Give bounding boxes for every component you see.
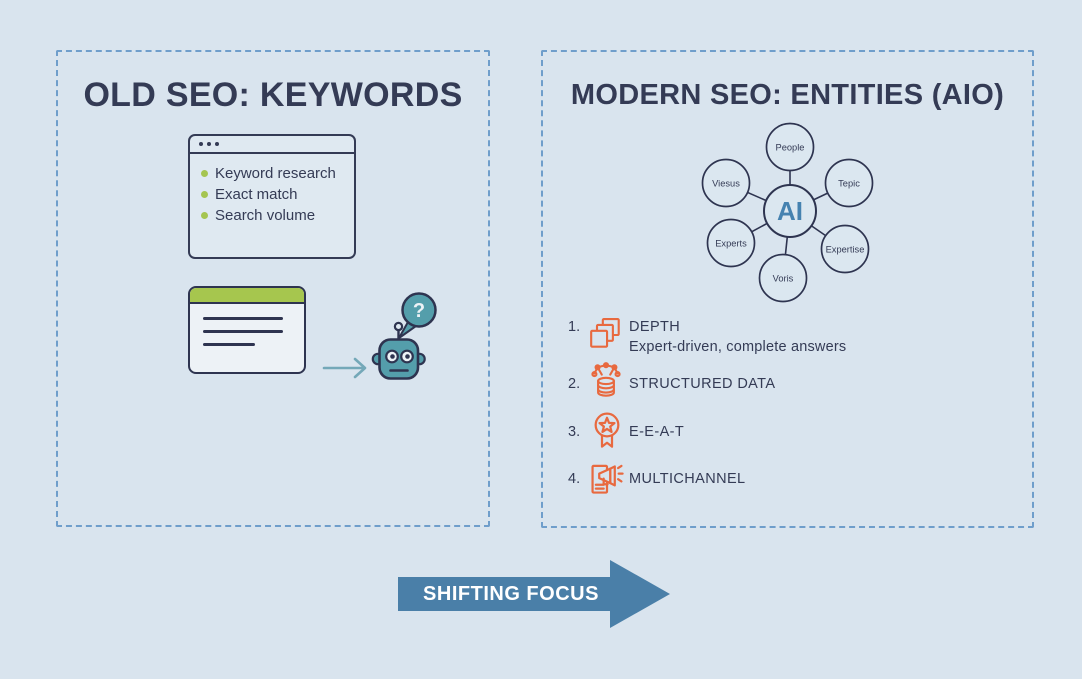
hub-node-expertise: Expertise [820,224,870,274]
item-label: STRUCTURED DATA [629,376,776,392]
hub-node-label: Viesus [712,179,740,189]
hub-node-label: People [776,143,805,153]
robot-pupil-icon [405,354,410,359]
list-item: Exact match [201,184,354,205]
structured-data-icon [591,361,621,397]
old-seo-title: OLD SEO: KEYWORDS [83,76,463,114]
old-seo-panel: OLD SEO: KEYWORDS Keyword research Exact… [56,50,490,527]
bullet-label: Search volume [215,207,316,224]
text-line [203,343,255,346]
modern-seo-panel: MODERN SEO: ENTITIES (AIO) People Tepic [541,50,1034,528]
hub-node-voris: Voris [758,253,808,303]
shifting-focus-arrow: SHIFTING FOCUS [398,559,673,629]
list-item: Keyword research [201,163,354,184]
text-line [203,330,283,333]
bullet-dot-icon [201,212,208,219]
shifting-focus-label: SHIFTING FOCUS [423,583,599,605]
item-label: DEPTH [629,319,681,335]
list-item-structured-data: 2. STRUCTURED DATA [568,361,776,404]
hub-node-label: Expertise [826,245,865,255]
entity-hub-diagram: People Tepic Expertise Voris Experts Vie… [701,122,874,303]
right-arrow-icon [322,357,367,379]
window-dot-icon [199,142,203,146]
hub-center-ai: AI [763,184,817,238]
text-line [203,317,283,320]
modern-seo-title: MODERN SEO: ENTITIES (AIO) [570,79,1005,111]
robot-head-icon [378,338,420,380]
robot-pupil-icon [390,354,395,359]
list-item-depth: 1. DEPTH Expert-driven, complete answers [568,317,846,358]
hub-node-experts: Experts [706,218,756,268]
bullet-label: Exact match [215,186,298,203]
window-dot-icon [207,142,211,146]
ai-label: AI [777,196,803,226]
hub-node-viesus: Viesus [701,158,751,208]
item-number: 2. [568,376,581,392]
robot-icon: ? [371,292,437,380]
list-item-multichannel: 4. MULTICHANNEL [568,457,746,501]
webpage-card [188,286,306,374]
window-dot-icon [215,142,219,146]
browser-titlebar [190,136,354,154]
item-number: 1. [568,319,581,335]
browser-window: Keyword research Exact match Search volu… [188,134,356,259]
webpage-card-header [190,288,304,304]
keyword-bullet-list: Keyword research Exact match Search volu… [190,163,354,226]
bullet-label: Keyword research [215,165,336,182]
hub-node-label: Tepic [838,179,860,189]
robot-antenna-tip-icon [393,321,404,332]
megaphone-icon [591,464,624,494]
stacked-pages-icon [590,318,620,348]
hub-node-people: People [765,122,815,172]
item-label: E-E-A-T [629,424,685,440]
question-mark-label: ? [413,300,425,322]
item-number: 3. [568,424,581,440]
bullet-dot-icon [201,170,208,177]
arrow-shape-icon [398,560,670,628]
list-item-eeat: 3. E-E-A-T [568,410,684,454]
bullet-dot-icon [201,191,208,198]
hub-node-label: Voris [773,274,794,284]
item-description: Expert-driven, complete answers [629,339,847,355]
hub-node-label: Experts [715,239,747,249]
speech-bubble-icon [401,292,437,328]
list-item: Search volume [201,205,354,226]
hub-node-tepic: Tepic [824,158,874,208]
award-badge-icon [594,412,620,448]
item-number: 4. [568,471,581,487]
item-label: MULTICHANNEL [629,471,746,487]
